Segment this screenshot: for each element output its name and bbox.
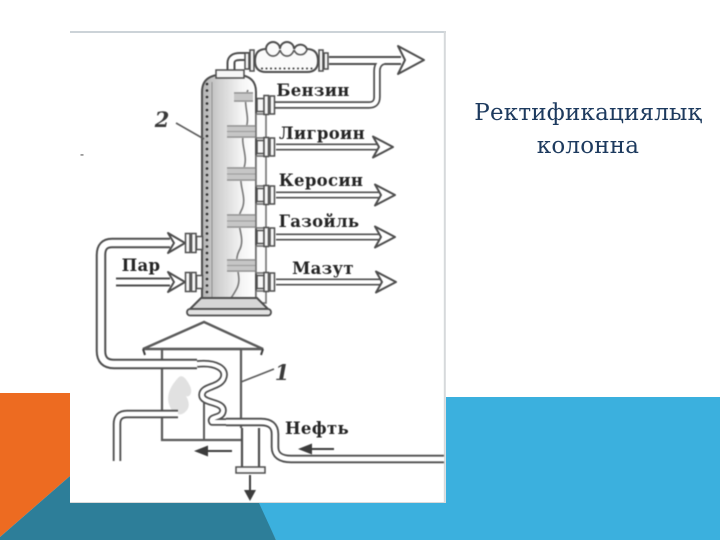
gazoil-arrowhead [374, 225, 396, 249]
distillation-diagram: 2 1 Бензин Лигроин Керосин Газойль Мазут… [95, 41, 444, 501]
rivet-dots [205, 82, 209, 306]
nozzle-flanges [167, 69, 276, 293]
mazut-arrowhead [375, 270, 397, 294]
slide-title-line1: Ректификациялық [474, 100, 702, 126]
feed-arrowhead-lower [167, 271, 186, 293]
drain-arrowhead [244, 490, 256, 501]
product-arrowheads [372, 45, 425, 294]
slide-title-line2: колонна [536, 133, 640, 159]
kerosin-arrowhead [374, 183, 396, 207]
furnace-body [160, 347, 243, 442]
furnace [142, 320, 264, 442]
orange-triangle [0, 393, 70, 537]
benzin-arrowhead [397, 45, 425, 75]
furnace-left-arrowhead [194, 445, 208, 457]
label-ligroin: Лигроин [279, 124, 365, 143]
background-shapes [0, 393, 720, 540]
teal-triangle [0, 476, 276, 540]
tray-bands [227, 92, 256, 272]
label-par: Пар [122, 256, 161, 275]
diagram-labels: Бензин Лигроин Керосин Газойль Мазут Пар… [122, 81, 365, 438]
column-top-flange [215, 69, 245, 79]
flame [168, 376, 192, 415]
label-gazoil: Газойль [279, 212, 360, 231]
feed-arrowhead-upper [167, 232, 186, 254]
speck-artifact [80, 154, 84, 156]
condenser-dots [261, 67, 313, 70]
slide-title: Ректификациялық колонна [462, 97, 714, 163]
label-benzin: Бензин [276, 81, 349, 100]
label-kerosin: Керосин [279, 171, 364, 190]
condenser [244, 41, 329, 73]
column-number: 2 [154, 107, 170, 132]
column-base-plate [186, 308, 272, 317]
pipes [95, 52, 444, 464]
furnace-number: 1 [275, 360, 290, 385]
furnace-drain [235, 428, 266, 501]
neft-arrowhead [298, 443, 312, 455]
blue-panel [258, 397, 720, 540]
column-leader-line [175, 122, 205, 140]
column-skirt [187, 297, 271, 310]
label-neft: Нефть [285, 419, 349, 438]
column-side-steps [255, 113, 267, 304]
flow-arrows [194, 443, 334, 457]
label-mazut: Мазут [292, 259, 354, 278]
ligroin-arrowhead [372, 135, 394, 159]
furnace-leader-line [240, 368, 275, 383]
